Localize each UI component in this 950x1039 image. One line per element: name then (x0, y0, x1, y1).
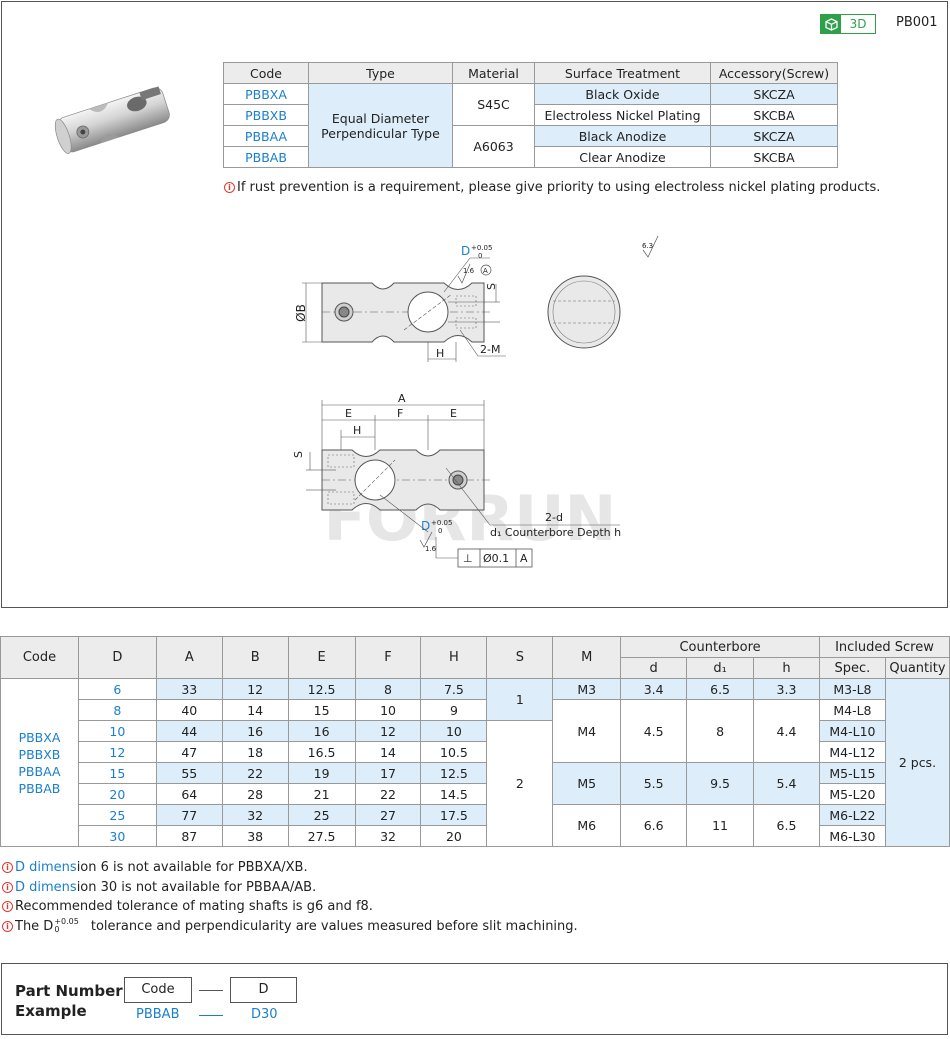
col-h: H (420, 636, 488, 679)
surface-cell: Clear Anodize (534, 146, 711, 168)
table-row: 25 77 32 25 27 17.5 M6 6.6 11 6.5 M6-L22 (1, 804, 950, 847)
dim-s-left: S (292, 451, 305, 458)
col-a: A (155, 636, 223, 679)
svg-text:1.6: 1.6 (463, 267, 475, 275)
dim-d-bottom: D (421, 519, 430, 533)
svg-text:+0.05: +0.05 (471, 244, 492, 252)
info-icon: i (2, 881, 13, 893)
material-cell: S45C (452, 83, 535, 126)
separator-dash (199, 990, 223, 991)
col-surface: Surface Treatment (534, 62, 711, 84)
svg-text:A: A (483, 267, 488, 275)
svg-text:Ø0.1: Ø0.1 (483, 552, 509, 565)
info-icon: i (2, 901, 13, 913)
dimension-table: Code D A B E F H S M Counterbore Include… (0, 636, 950, 847)
product-overview-panel (1, 1, 948, 608)
col-material: Material (452, 62, 535, 84)
col-counterbore: Counterbore (620, 636, 820, 658)
col-type: Type (308, 62, 453, 84)
svg-text:6.3: 6.3 (642, 242, 653, 250)
col-b: B (221, 636, 289, 679)
surface-cell: Black Oxide (534, 83, 711, 105)
svg-text:0: 0 (478, 252, 482, 260)
dim-h: H (436, 347, 444, 360)
technical-drawing: FORRUN ØB S H 2-M D +0.05 0 1.6 A 6.3 (292, 235, 659, 568)
surface-cell: Electroless Nickel Plating (534, 104, 711, 126)
info-icon: i (2, 862, 13, 874)
dim-e-left: E (345, 407, 352, 420)
d-box: D (230, 977, 297, 1003)
3d-model-button[interactable]: 3D (820, 14, 876, 34)
screw-cell: SKCBA (710, 104, 838, 126)
page-code: PB001 (896, 15, 938, 30)
col-cb-d1: d₁ (686, 657, 755, 679)
col-included-screw: Included Screw (818, 636, 950, 658)
col-spec: Spec. (818, 657, 886, 679)
info-icon: i (2, 920, 13, 932)
dim-m: 2-M (480, 343, 500, 356)
dim-e-right: E (450, 407, 457, 420)
spec-table: Code Type Material Surface Treatment Acc… (223, 62, 838, 168)
svg-text:A: A (520, 552, 528, 565)
dim-s: S (485, 283, 498, 290)
code-box: Code (124, 977, 192, 1003)
example-d: D30 (251, 1007, 278, 1022)
svg-text:1.6: 1.6 (425, 545, 437, 553)
screw-cell: SKCZA (710, 125, 838, 147)
svg-text:0: 0 (438, 527, 442, 535)
code-cell[interactable]: PBBAB (223, 146, 309, 168)
code-cell[interactable]: PBBXA (223, 83, 309, 105)
part-number-panel: Part Number Example Code D PBBAB D30 (1, 963, 948, 1035)
table-row: 20 64 28 21 22 14.5 M5-L20 (1, 783, 950, 805)
code-cell[interactable]: PBBXB (223, 104, 309, 126)
col-d: D (77, 636, 157, 679)
example-code: PBBAB (136, 1007, 180, 1022)
svg-text:⊥: ⊥ (463, 552, 473, 565)
dim-d: D (461, 244, 470, 258)
col-quantity: Quantity (884, 657, 950, 679)
part-number-title: Part Number Example (15, 982, 123, 1020)
table-row: 8 40 14 15 10 9 M4 4.5 8 4.4 M4-L8 (1, 699, 950, 763)
surface-cell: Black Anodize (534, 125, 711, 147)
counterbore-label: d₁ Counterbore Depth h (490, 526, 621, 539)
col-m: M (552, 636, 622, 679)
material-cell: A6063 (452, 125, 535, 168)
dim-f: F (397, 407, 403, 420)
cube-icon (821, 15, 841, 33)
dim-a: A (398, 392, 406, 405)
screw-cell: SKCZA (710, 83, 838, 105)
screw-cell: SKCBA (710, 146, 838, 168)
info-icon: i (224, 182, 235, 193)
rust-notice: i If rust prevention is a requirement, p… (224, 180, 880, 195)
col-accessory: Accessory(Screw) (710, 62, 838, 84)
example-dash (199, 1015, 223, 1016)
dim-h-top: H (353, 424, 361, 437)
col-f: F (354, 636, 422, 679)
product-image (54, 86, 170, 154)
col-code: Code (223, 62, 309, 84)
3d-label: 3D (849, 17, 867, 31)
table-row: 10 44 16 16 12 10 2 M4-L10 (1, 720, 950, 847)
table-row: 15 55 22 19 17 12.5 M5 5.5 9.5 5.4 M5-L1… (1, 762, 950, 805)
col-cb-d: d (620, 657, 688, 679)
table-row: 30 87 38 27.5 32 20 M6-L30 (1, 825, 950, 847)
note-item: i Recommended tolerance of mating shafts… (2, 897, 578, 917)
col-s: S (486, 636, 554, 679)
col-cb-h: h (753, 657, 820, 679)
dim-2d: 2-d (545, 511, 563, 524)
svg-text:+0.05: +0.05 (431, 519, 452, 527)
dim-phi-b: ØB (294, 304, 308, 322)
col-e: E (287, 636, 356, 679)
code-cell[interactable]: PBBAA (223, 125, 309, 147)
col-code: Code (0, 636, 79, 679)
